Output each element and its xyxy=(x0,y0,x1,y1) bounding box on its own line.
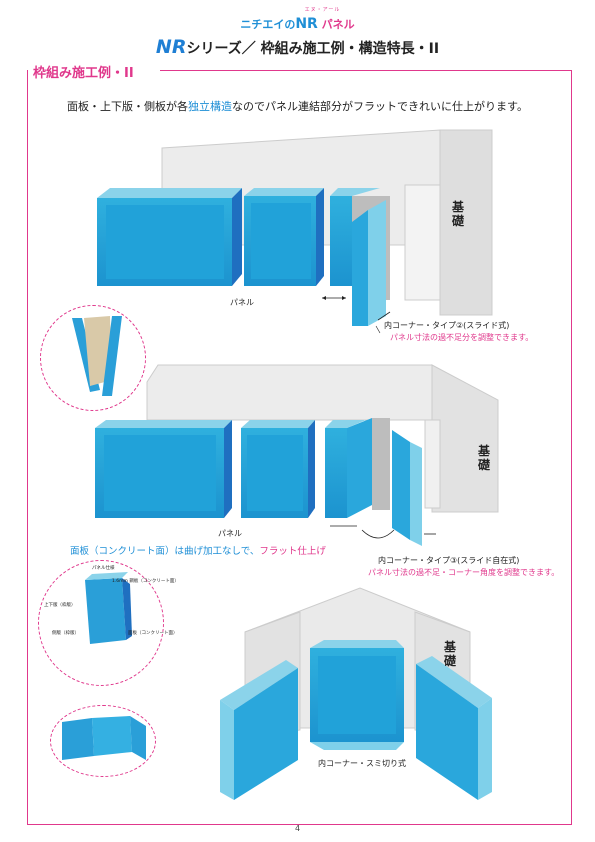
figure1-panel-2 xyxy=(244,188,324,286)
logo-brand: ニチエイの xyxy=(240,18,296,31)
lead-before: 面板・上下版・側板が各 xyxy=(67,100,189,113)
finish-note-highlight: フラット仕上げ xyxy=(259,546,326,557)
figure2-panel-label: パネル xyxy=(218,529,242,538)
title-nr: NR xyxy=(155,36,187,58)
figure2-corner-label: 内コーナー・タイプ③(スライド自在式) xyxy=(378,556,520,565)
figure2-panel-2 xyxy=(241,420,315,518)
figure2-gap-arrows xyxy=(330,525,436,539)
page-number: 4 xyxy=(294,824,301,833)
figure3-left-panel xyxy=(220,660,298,800)
figure1-panel-label: パネル xyxy=(230,298,254,307)
figure2-corner-panel xyxy=(325,418,422,546)
figure2-foundation xyxy=(146,364,499,513)
figure3-corner-label: 内コーナー・スミ切り式 xyxy=(318,759,406,768)
figure3-center-panel xyxy=(310,640,404,750)
finish-note-text: 面板（コンクリート面）は曲げ加工なしで、 xyxy=(70,546,260,557)
figure1-corner-label: 内コーナー・タイプ②(スライド式) xyxy=(384,321,510,330)
figure3-right-panel xyxy=(416,656,492,800)
finish-note: 面板（コンクリート面）は曲げ加工なしで、フラット仕上げ xyxy=(70,543,326,557)
title-text: シリーズ／ 枠組み施工例・構造特長・II xyxy=(186,41,440,57)
lead-highlight: 独立構造 xyxy=(188,100,233,113)
figure1-foundation-label: 基礎 xyxy=(452,200,465,228)
frame-top-line xyxy=(160,70,571,71)
page-title: NRシリーズ／ 枠組み施工例・構造特長・II xyxy=(0,36,595,58)
detail-label-spec: パネル仕様 xyxy=(92,566,115,571)
detail-label-top-bottom: 上下版（枠版） xyxy=(44,603,76,608)
brand-logo: エヌ・アール ニチエイのNR パネル xyxy=(0,6,595,32)
content-frame xyxy=(27,70,572,825)
figure2-panel-1 xyxy=(95,420,232,518)
figure1-corner-note: パネル寸法の過不足分を調整できます。 xyxy=(390,333,534,342)
detail-label-face: 面板（コンクリート面） xyxy=(128,631,178,636)
figure1-gap-arrows xyxy=(322,296,391,334)
detail-circle-3 xyxy=(50,705,156,777)
detail-circle-2 xyxy=(38,560,164,686)
logo-nr: NR xyxy=(295,16,318,32)
logo-panel: パネル xyxy=(321,18,355,31)
detail-label-side: 側版（枠版） xyxy=(52,631,79,636)
lead-after: なのでパネル連結部分がフラットできれいに仕上がります。 xyxy=(232,100,528,113)
figure1-panel-1 xyxy=(97,188,242,286)
detail-label-steel: 1.6mm 鋼板（コンクリート面） xyxy=(112,579,179,584)
figure2-foundation-label: 基礎 xyxy=(478,444,491,472)
section-heading: 枠組み施工例・II xyxy=(29,62,138,81)
figure1-corner-panel xyxy=(330,188,390,326)
lead-text: 面板・上下版・側板が各独立構造なのでパネル連結部分がフラットできれいに仕上がりま… xyxy=(0,98,595,114)
logo-ruby: エヌ・アール xyxy=(304,7,341,13)
figure2-corner-note: パネル寸法の過不足・コーナー角度を調整できます。 xyxy=(368,568,560,577)
figure3-foundation-label: 基礎 xyxy=(444,640,457,668)
detail-circle-1 xyxy=(40,305,146,411)
